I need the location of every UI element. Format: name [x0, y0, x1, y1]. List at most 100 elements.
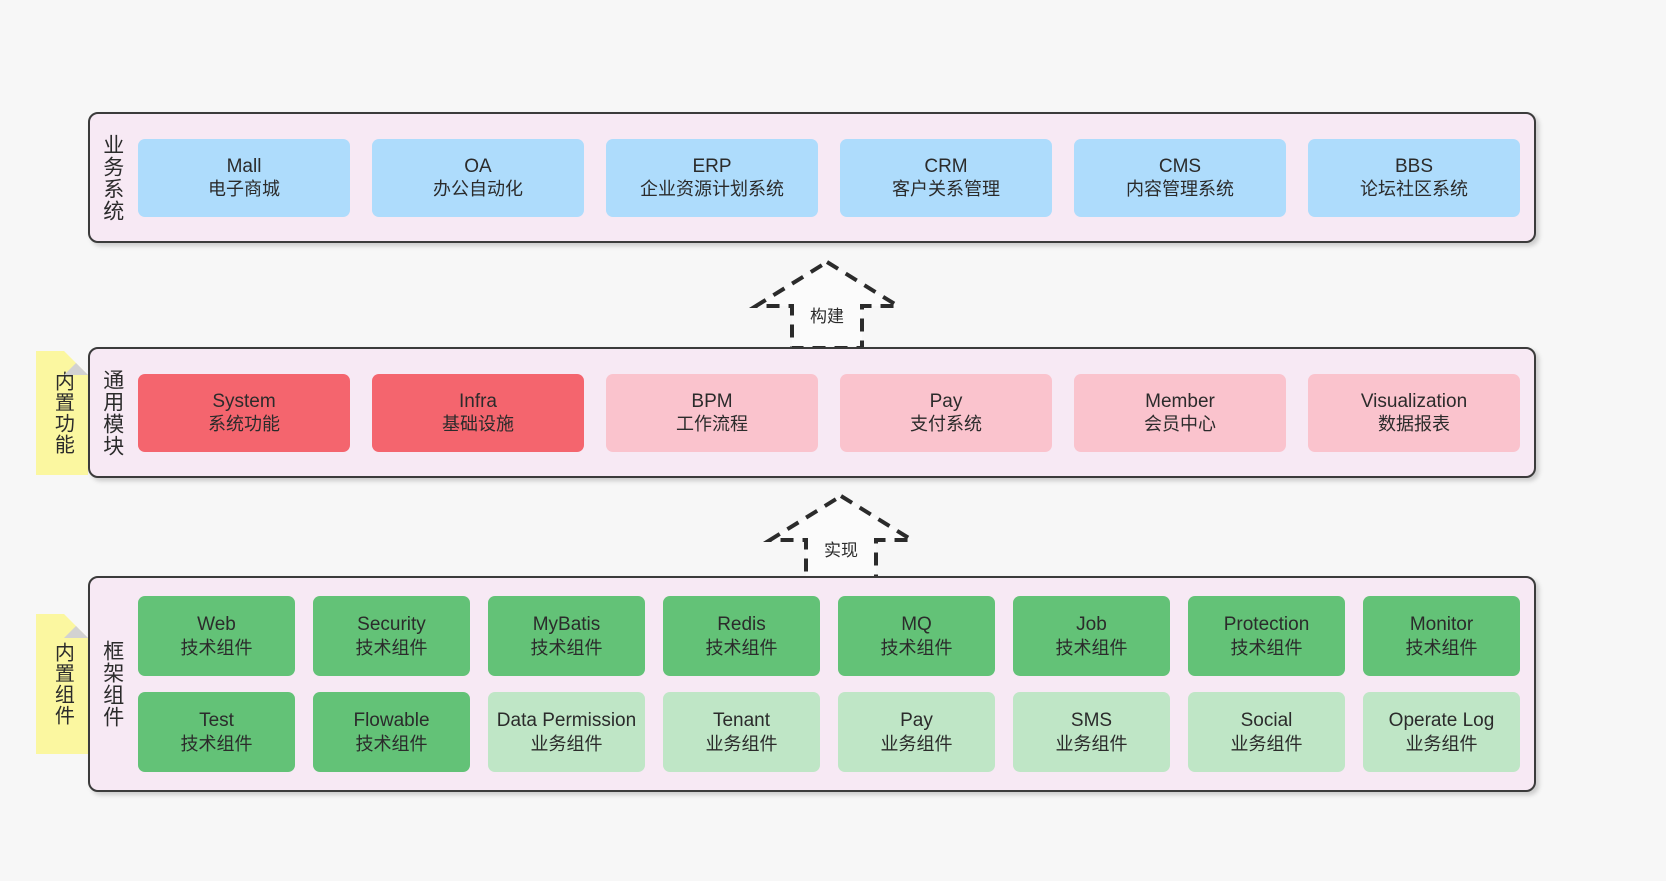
- card-title: Mall: [226, 155, 262, 177]
- card-sms[interactable]: SMS 业务组件: [1013, 692, 1170, 772]
- builtin-feature-note-label: 内置功能: [51, 371, 74, 455]
- card-title: Data Permission: [496, 710, 637, 732]
- card-subtitle: 技术组件: [355, 733, 428, 754]
- card-subtitle: 企业资源计划系统: [640, 179, 784, 200]
- card-bbs[interactable]: BBS 论坛社区系统: [1308, 138, 1520, 217]
- card-subtitle: 技术组件: [180, 637, 253, 658]
- card-title: Test: [199, 710, 234, 732]
- card-row: Web 技术组件 Security 技术组件 MyBatis 技术组件 Redi…: [138, 596, 1520, 676]
- builtin-component-note: 内置组件: [36, 614, 88, 754]
- card-subtitle: 技术组件: [880, 637, 953, 658]
- card-subtitle: 业务组件: [880, 733, 953, 754]
- card-protection[interactable]: Protection 技术组件: [1188, 596, 1345, 676]
- card-subtitle: 电子商城: [208, 179, 280, 200]
- card-mall[interactable]: Mall 电子商城: [138, 138, 350, 217]
- card-title: Monitor: [1409, 614, 1474, 636]
- layer-label-business: 业务系统: [100, 133, 124, 222]
- card-title: CMS: [1158, 155, 1202, 177]
- card-web[interactable]: Web 技术组件: [138, 596, 295, 676]
- card-subtitle: 业务组件: [1405, 733, 1478, 754]
- build-arrow-label: 构建: [810, 307, 844, 326]
- card-job[interactable]: Job 技术组件: [1013, 596, 1170, 676]
- card-subtitle: 客户关系管理: [892, 179, 1000, 200]
- layer-label-framework: 框架组件: [100, 640, 124, 728]
- build-arrow: 构建: [748, 258, 906, 350]
- card-visualization[interactable]: Visualization 数据报表: [1308, 373, 1520, 452]
- card-subtitle: 内容管理系统: [1126, 179, 1234, 200]
- card-test[interactable]: Test 技术组件: [138, 692, 295, 772]
- card-mybatis[interactable]: MyBatis 技术组件: [488, 596, 645, 676]
- card-title: MyBatis: [532, 614, 601, 636]
- card-oa[interactable]: OA 办公自动化: [372, 138, 584, 217]
- card-subtitle: 基础设施: [442, 414, 514, 435]
- card-mq[interactable]: MQ 技术组件: [838, 596, 995, 676]
- card-flowable[interactable]: Flowable 技术组件: [313, 692, 470, 772]
- card-subtitle: 业务组件: [1055, 733, 1128, 754]
- card-title: Member: [1145, 390, 1215, 412]
- card-subtitle: 技术组件: [705, 637, 778, 658]
- card-subtitle: 技术组件: [1055, 637, 1128, 658]
- builtin-component-note-label: 内置组件: [51, 642, 74, 726]
- card-title: System: [212, 390, 276, 412]
- card-subtitle: 技术组件: [355, 637, 428, 658]
- card-subtitle: 会员中心: [1144, 414, 1216, 435]
- card-subtitle: 技术组件: [1405, 637, 1478, 658]
- card-subtitle: 业务组件: [530, 733, 603, 754]
- card-member[interactable]: Member 会员中心: [1074, 373, 1286, 452]
- card-title: Job: [1076, 614, 1107, 636]
- card-subtitle: 数据报表: [1378, 414, 1450, 435]
- card-social[interactable]: Social 业务组件: [1188, 692, 1345, 772]
- card-operate-log[interactable]: Operate Log 业务组件: [1363, 692, 1520, 772]
- layer-body-framework: Web 技术组件 Security 技术组件 MyBatis 技术组件 Redi…: [134, 578, 1534, 790]
- card-cms[interactable]: CMS 内容管理系统: [1074, 138, 1286, 217]
- card-subtitle: 支付系统: [910, 414, 982, 435]
- realize-arrow: 实现: [762, 492, 920, 584]
- card-title: BBS: [1394, 155, 1434, 177]
- card-crm[interactable]: CRM 客户关系管理: [840, 138, 1052, 217]
- card-pay-module[interactable]: Pay 支付系统: [840, 373, 1052, 452]
- card-subtitle: 业务组件: [1230, 733, 1303, 754]
- card-title: Visualization: [1360, 390, 1468, 412]
- card-row: Test 技术组件 Flowable 技术组件 Data Permission …: [138, 692, 1520, 772]
- card-title: CRM: [924, 155, 968, 177]
- card-subtitle: 业务组件: [705, 733, 778, 754]
- card-system[interactable]: System 系统功能: [138, 373, 350, 452]
- card-monitor[interactable]: Monitor 技术组件: [1363, 596, 1520, 676]
- layer-body-business: Mall 电子商城 OA 办公自动化 ERP 企业资源计划系统 CRM 客户关系…: [134, 114, 1534, 241]
- card-title: Redis: [717, 614, 766, 636]
- card-subtitle: 办公自动化: [433, 179, 523, 200]
- card-infra[interactable]: Infra 基础设施: [372, 373, 584, 452]
- layer-body-common: System 系统功能 Infra 基础设施 BPM 工作流程 Pay 支付系统…: [134, 349, 1534, 476]
- card-subtitle: 论坛社区系统: [1360, 179, 1468, 200]
- card-row: System 系统功能 Infra 基础设施 BPM 工作流程 Pay 支付系统…: [138, 373, 1520, 452]
- card-tenant[interactable]: Tenant 业务组件: [663, 692, 820, 772]
- card-title: Pay: [929, 390, 963, 412]
- card-title: ERP: [692, 155, 732, 177]
- card-subtitle: 技术组件: [180, 733, 253, 754]
- card-title: Operate Log: [1388, 710, 1495, 732]
- card-data-permission[interactable]: Data Permission 业务组件: [488, 692, 645, 772]
- card-subtitle: 技术组件: [1230, 637, 1303, 658]
- card-erp[interactable]: ERP 企业资源计划系统: [606, 138, 818, 217]
- builtin-feature-note: 内置功能: [36, 351, 88, 475]
- card-bpm[interactable]: BPM 工作流程: [606, 373, 818, 452]
- layer-panel-framework: 框架组件 Web 技术组件 Security 技术组件 MyBatis 技术组件…: [88, 576, 1536, 792]
- card-title: Social: [1240, 710, 1293, 732]
- card-pay-component[interactable]: Pay 业务组件: [838, 692, 995, 772]
- card-title: Web: [197, 614, 236, 636]
- card-title: Flowable: [353, 710, 430, 732]
- card-title: Tenant: [712, 710, 771, 732]
- card-security[interactable]: Security 技术组件: [313, 596, 470, 676]
- card-title: Security: [357, 614, 426, 636]
- card-subtitle: 系统功能: [208, 414, 280, 435]
- card-title: SMS: [1070, 710, 1113, 732]
- card-title: BPM: [691, 390, 733, 412]
- layer-panel-business: 业务系统 Mall 电子商城 OA 办公自动化 ERP 企业资源计划系统 CRM…: [88, 112, 1536, 243]
- card-redis[interactable]: Redis 技术组件: [663, 596, 820, 676]
- card-title: Pay: [900, 710, 933, 732]
- card-title: Infra: [458, 390, 498, 412]
- card-row: Mall 电子商城 OA 办公自动化 ERP 企业资源计划系统 CRM 客户关系…: [138, 138, 1520, 217]
- card-title: OA: [464, 155, 492, 177]
- card-title: MQ: [901, 614, 932, 636]
